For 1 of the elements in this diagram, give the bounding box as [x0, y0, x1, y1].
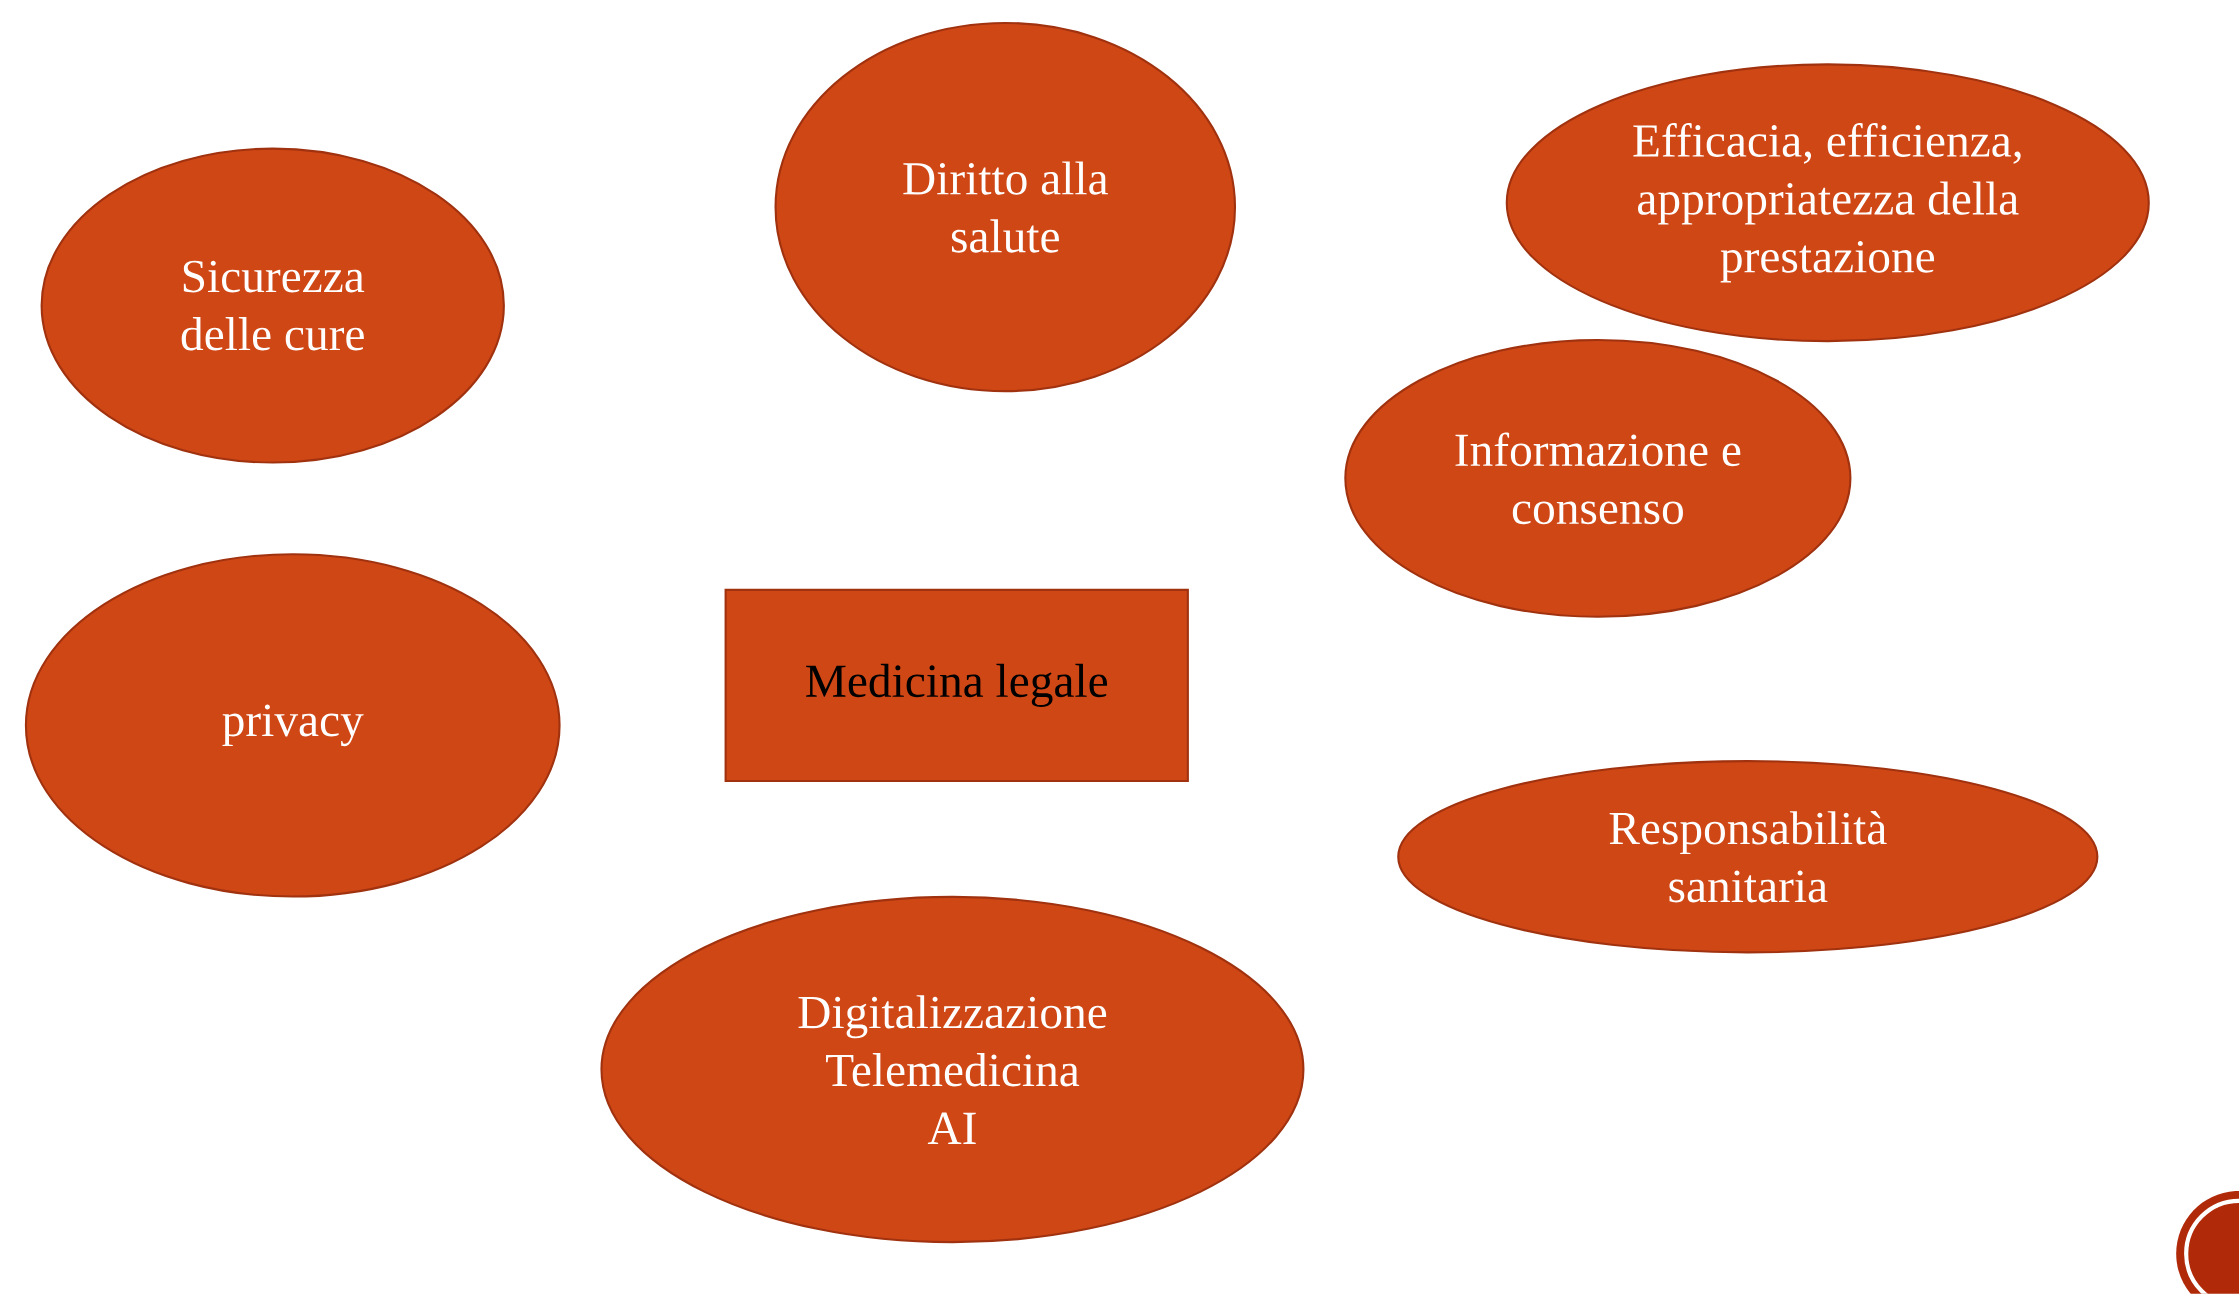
central-box: Medicina legale: [724, 588, 1189, 783]
